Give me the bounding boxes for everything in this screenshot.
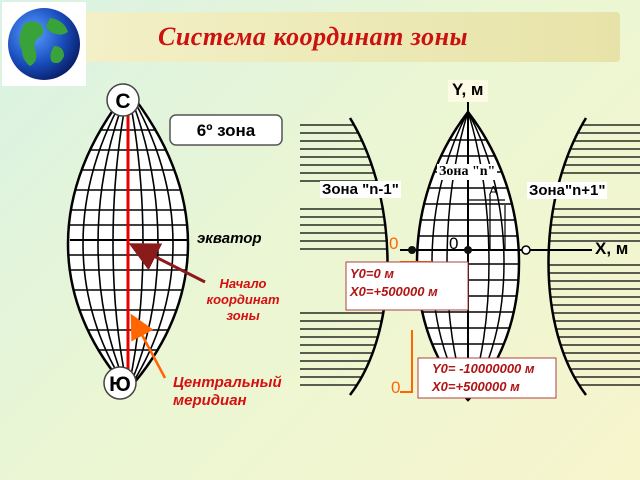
north-pole-circle (106, 83, 140, 117)
zone-box (169, 114, 283, 146)
zone-n-label: Зона "n" (437, 164, 498, 180)
origin-info-box (345, 261, 469, 311)
zone-next-label: Зона"n+1" (527, 182, 608, 199)
origin-info-text: Y0=0 м X0=+500000 м (350, 265, 438, 301)
y-axis-label-bg (448, 80, 488, 102)
zone-prev-hatch (300, 124, 388, 386)
point-a-label: А (489, 183, 498, 198)
zero-center-label: 0 (449, 234, 459, 253)
origin-info-x: X0=+500000 м (350, 284, 438, 299)
left-origin-dot (408, 246, 416, 254)
zone-lune (66, 87, 190, 392)
meridian-line-1: Центральный (173, 374, 282, 391)
zero-bottom-label: 0 (391, 378, 401, 397)
orange-bracket-bottom (400, 330, 413, 393)
center-origin-dot (464, 246, 472, 254)
south-info-y: Y0= -10000000 м (432, 361, 535, 376)
equator-label: экватор (197, 230, 262, 247)
origin-line-3: зоны (226, 308, 260, 323)
x-axis-label: X, м (595, 239, 629, 258)
meridian-label: Центральный меридиан (173, 374, 282, 410)
page-title: Система координат зоны (158, 22, 469, 51)
title-banner (70, 12, 620, 62)
right-origin-dot (521, 245, 531, 255)
south-info-text: Y0= -10000000 м X0=+500000 м (432, 360, 535, 396)
south-pole-circle (103, 366, 137, 400)
origin-line-1: Начало (219, 276, 267, 291)
zone-next-boundary (547, 117, 588, 396)
north-label: С (115, 90, 130, 113)
origin-info-y: Y0=0 м (350, 266, 394, 281)
south-info-x: X0=+500000 м (432, 379, 520, 394)
globe-icon (2, 2, 86, 86)
y-axis-label: Y, м (452, 80, 484, 99)
south-label: Ю (109, 373, 131, 396)
zone-box-label: 6º зона (197, 121, 256, 140)
meridian-arrow (130, 313, 167, 379)
zero-left-label: 0 (389, 234, 399, 253)
zone-next-hatch (548, 124, 640, 386)
origin-line-2: координат (206, 292, 280, 307)
south-info-box (417, 357, 557, 399)
meridian-line-2: меридиан (173, 392, 247, 409)
origin-label: Начало координат зоны (198, 276, 288, 324)
origin-arrow (128, 243, 206, 284)
zone-prev-label: Зона "n-1" (320, 181, 401, 198)
